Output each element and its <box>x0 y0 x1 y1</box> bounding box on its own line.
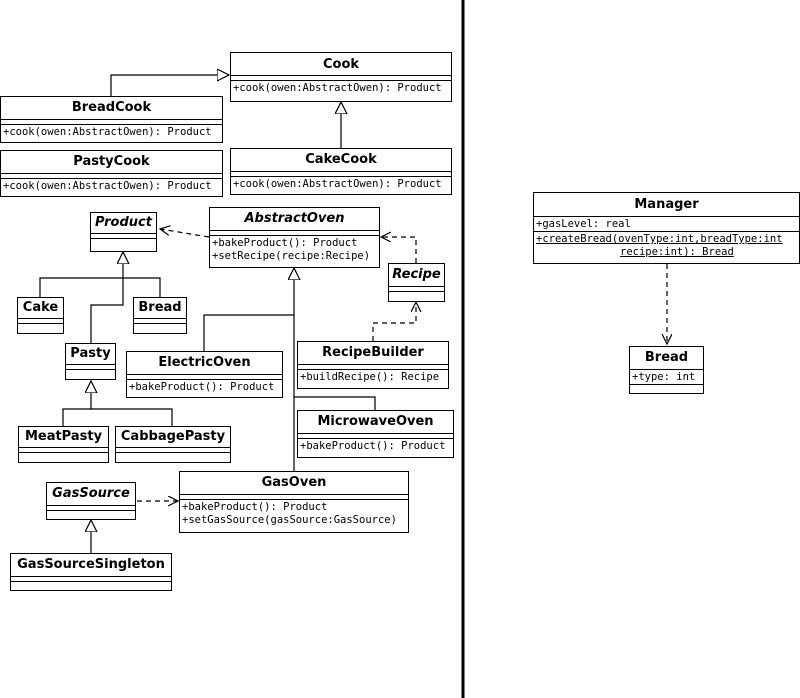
attributes-section <box>18 318 63 323</box>
class-recipebuilder: RecipeBuilder +buildRecipe(): Recipe <box>297 341 449 389</box>
cake-to-product-inheritance <box>39 277 123 297</box>
cabbagepasty-to-pasty-inheritance <box>91 381 173 426</box>
attribute: +type: int <box>630 369 703 384</box>
operations-section: +bakeProduct(): Product +setGasSource(ga… <box>180 499 408 528</box>
operation: +bakeProduct(): Product <box>212 237 358 249</box>
operations-section <box>11 581 171 586</box>
operation: +buildRecipe(): Recipe <box>298 369 448 384</box>
class-gassource: GasSource <box>46 482 136 520</box>
meatpasty-to-pasty-inheritance <box>62 408 91 426</box>
class-name: Pasty <box>70 346 111 361</box>
operation-continued: recipe:int): Bread <box>620 246 734 258</box>
class-name: AbstractOven <box>244 211 345 226</box>
attributes-section <box>389 286 444 291</box>
attributes-section <box>91 233 156 238</box>
class-electricoven: ElectricOven +bakeProduct(): Product <box>126 351 283 398</box>
operation: +bakeProduct(): Product <box>182 501 328 513</box>
class-name: BreadCook <box>71 100 152 115</box>
class-microwaveoven: MicrowaveOven +bakeProduct(): Product <box>297 410 454 458</box>
class-name: CabbagePasty <box>120 429 226 444</box>
operations-section <box>116 452 230 457</box>
class-abstractoven: AbstractOven +bakeProduct(): Product +se… <box>209 207 380 268</box>
class-name: ElectricOven <box>158 355 251 370</box>
class-bread-right: Bread +type: int <box>629 346 704 394</box>
operations-section <box>630 384 703 389</box>
operation: +createBread(ovenType:int,breadType:int <box>536 233 783 245</box>
attributes-section <box>11 576 171 581</box>
attributes-section <box>19 447 108 452</box>
class-name: MeatPasty <box>24 429 103 444</box>
class-name: Product <box>95 215 152 230</box>
operations-section <box>19 452 108 457</box>
operation: +setRecipe(recipe:Recipe) <box>212 250 371 262</box>
attributes-section <box>231 75 451 80</box>
operations-section <box>18 323 63 328</box>
class-name: Cake <box>22 300 59 315</box>
class-name: GasOven <box>261 475 327 490</box>
class-cake: Cake <box>17 297 64 334</box>
class-name: Recipe <box>392 267 441 282</box>
breadcook-to-cook-inheritance <box>110 75 229 96</box>
operation: +cook(owen:AbstractOwen): Product <box>231 80 451 95</box>
attributes-section <box>116 447 230 452</box>
operation: +cook(owen:AbstractOwen): Product <box>1 124 222 139</box>
bread-to-product-inheritance <box>123 277 161 297</box>
operation: +bakeProduct(): Product <box>298 438 453 453</box>
attributes-section <box>134 318 186 323</box>
operations-section: +bakeProduct(): Product +setRecipe(recip… <box>210 235 379 264</box>
class-breadcook: BreadCook +cook(owen:AbstractOwen): Prod… <box>0 96 223 143</box>
operations-section <box>134 323 186 328</box>
class-gasoven: GasOven +bakeProduct(): Product +setGasS… <box>179 471 409 533</box>
class-name: CakeCook <box>305 152 377 167</box>
attributes-section <box>180 494 408 499</box>
attributes-section <box>298 433 453 438</box>
microwaveoven-to-abstractoven-inheritance <box>294 396 376 410</box>
operations-section <box>389 291 444 296</box>
abstractoven-to-recipe-dependency <box>381 237 417 263</box>
abstractoven-to-product-dependency <box>160 229 210 238</box>
class-pasty: Pasty <box>65 343 116 380</box>
class-name: Manager <box>634 197 699 212</box>
class-name: Bread <box>644 350 689 365</box>
attributes-section <box>231 171 451 176</box>
operations-section <box>66 369 115 374</box>
class-cabbagepasty: CabbagePasty <box>115 426 231 463</box>
electricoven-to-abstractoven-inheritance <box>203 314 294 351</box>
class-pastycook: PastyCook +cook(owen:AbstractOwen): Prod… <box>0 150 223 197</box>
class-name: GasSource <box>52 486 130 501</box>
operation: +setGasSource(gasSource:GasSource) <box>182 514 397 526</box>
attributes-section <box>127 374 282 379</box>
class-name: PastyCook <box>73 154 150 169</box>
class-name: GasSourceSingleton <box>17 557 165 572</box>
operations-section: +createBread(ovenType:int,breadType:int … <box>534 231 799 260</box>
attributes-section <box>66 364 115 369</box>
class-manager: Manager +gasLevel: real +createBread(ove… <box>533 192 800 264</box>
class-bread: Bread <box>133 297 187 334</box>
attributes-section <box>210 230 379 235</box>
class-cakecook: CakeCook +cook(owen:AbstractOwen): Produ… <box>230 148 452 195</box>
class-meatpasty: MeatPasty <box>18 426 109 463</box>
pasty-to-product-inheritance <box>90 252 123 343</box>
attributes-section <box>47 505 135 510</box>
operation: +bakeProduct(): Product <box>127 379 282 394</box>
class-product: Product <box>90 212 157 252</box>
class-name: RecipeBuilder <box>322 345 424 360</box>
class-gassourcesingleton: GasSourceSingleton <box>10 553 172 591</box>
attributes-section <box>298 364 448 369</box>
operation: +cook(owen:AbstractOwen): Product <box>231 176 451 191</box>
class-name: Cook <box>322 57 360 72</box>
operations-section <box>47 510 135 515</box>
class-cook: Cook +cook(owen:AbstractOwen): Product <box>230 52 452 102</box>
attributes-section <box>1 119 222 124</box>
class-name: MicrowaveOven <box>317 414 434 429</box>
attributes-section <box>1 173 222 178</box>
recipebuilder-to-recipe-dependency <box>372 302 416 341</box>
attribute: +gasLevel: real <box>534 216 799 231</box>
class-name: Bread <box>138 300 182 315</box>
operations-section <box>91 238 156 243</box>
operation: +cook(owen:AbstractOwen): Product <box>1 178 222 193</box>
class-recipe: Recipe <box>388 263 445 302</box>
